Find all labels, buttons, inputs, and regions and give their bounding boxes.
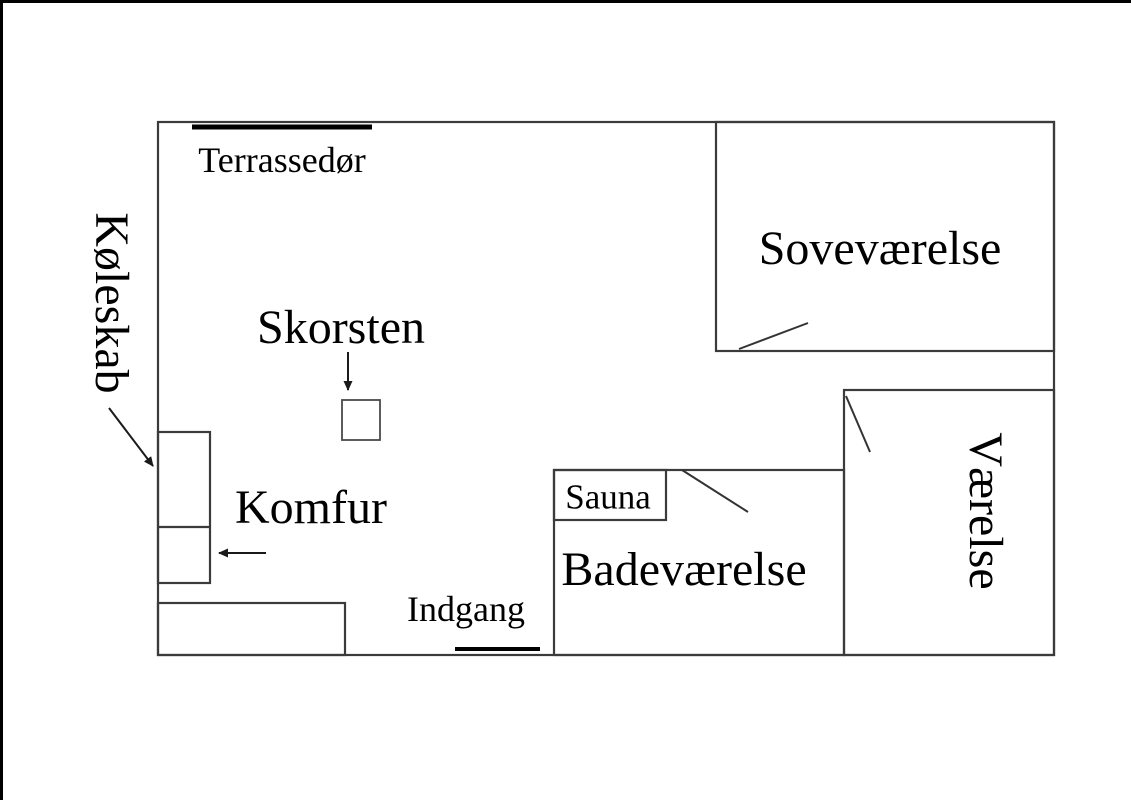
koeleskab-label: Køleskab (85, 212, 138, 394)
badevaerelse-room-outline (552, 468, 846, 657)
counter-outline (156, 601, 347, 657)
komfur-label: Komfur (235, 481, 387, 534)
koeleskab-pointer-arrow-icon (108, 407, 154, 467)
scan-border-left (0, 0, 3, 800)
sovevaerelse-door-swing-line (738, 322, 809, 350)
badevaerelse-label: Badeværelse (561, 543, 807, 596)
koeleskab-fixture-outline (156, 430, 212, 585)
sovevaerelse-room-outline (714, 120, 1056, 353)
sovevaerelse-label: Soveværelse (758, 222, 1002, 275)
indgang-label: Indgang (407, 589, 525, 629)
skorsten-label: Skorsten (257, 301, 425, 354)
scan-border-top (0, 0, 1131, 3)
vaerelse-door-swing-line (845, 395, 871, 453)
vaerelse-label: Værelse (959, 432, 1012, 590)
skorsten-square (341, 399, 381, 441)
terrassedoer-label: Terrassedør (198, 140, 366, 180)
sauna-label: Sauna (565, 477, 651, 517)
badevaerelse-door-swing-line (681, 469, 749, 513)
vaerelse-room-outline (842, 388, 1056, 657)
sauna-box-outline (552, 468, 668, 522)
